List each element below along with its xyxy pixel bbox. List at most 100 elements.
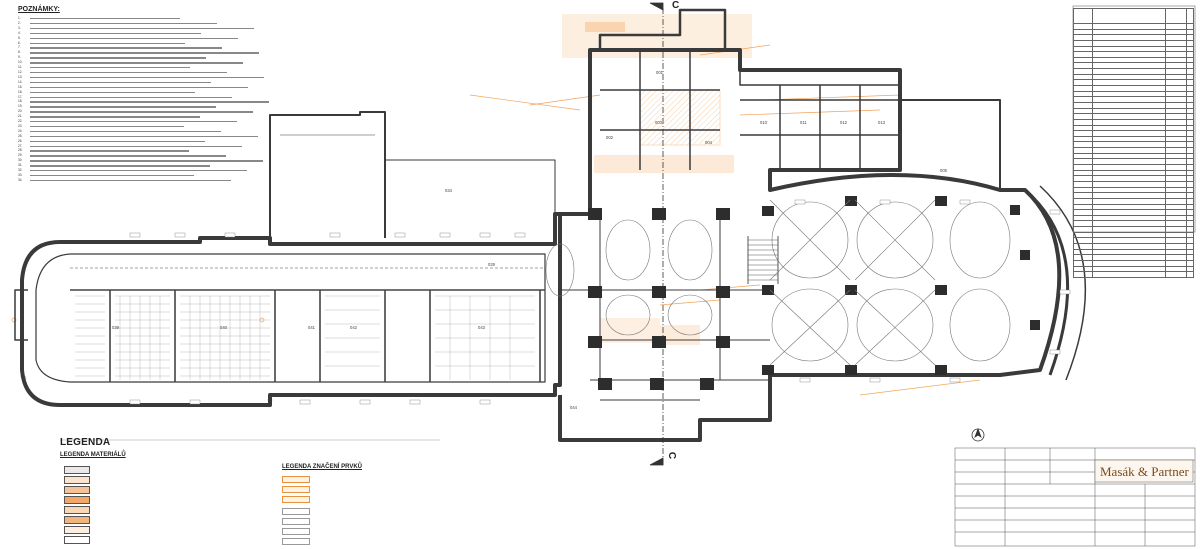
room-schedule-cell [1186, 118, 1194, 126]
room-schedule-cell [1186, 265, 1194, 273]
element-mark-4 [282, 508, 310, 515]
room-label-043: 043 [478, 325, 485, 330]
room-schedule-cell [1186, 101, 1194, 109]
note-text-bar [30, 81, 211, 84]
swatch-existing [64, 466, 90, 474]
room-schedule-cell [1073, 271, 1093, 278]
room-schedule-row [1073, 265, 1194, 273]
room-schedule-cell [1186, 23, 1194, 30]
element-mark-6 [282, 528, 310, 535]
note-line: 30. [18, 158, 268, 163]
note-text-bar [30, 130, 221, 133]
note-line: 11. [18, 65, 268, 70]
element-tags [129, 199, 1071, 405]
note-line: 13. [18, 75, 268, 80]
element-mark-2 [282, 486, 310, 493]
note-line: 8. [18, 50, 268, 55]
room-schedule-cell [1186, 68, 1194, 75]
note-line: 32. [18, 168, 268, 173]
note-text-bar [30, 76, 264, 79]
room-schedule-row [1073, 73, 1194, 81]
note-text-bar [30, 96, 232, 98]
note-line: 14. [18, 80, 268, 85]
room-label-005: 005 [940, 168, 947, 173]
note-text-bar [30, 140, 205, 143]
room-schedule-row [1073, 107, 1194, 115]
swatch-1 [64, 476, 90, 484]
note-text-bar [30, 52, 259, 54]
room-schedule-cell [1186, 85, 1194, 92]
note-line: 6. [18, 41, 268, 46]
note-text-bar [30, 116, 200, 118]
title-block-firm: Masák & Partner [1100, 464, 1189, 479]
note-text-bar [30, 160, 263, 162]
note-line: 2. [18, 21, 268, 26]
walls [14, 8, 1087, 442]
note-line: 10. [18, 60, 268, 65]
room-schedule-row [1073, 62, 1194, 70]
note-line: 24. [18, 129, 268, 134]
room-schedule-cell [1186, 96, 1194, 103]
note-text-bar [30, 37, 238, 40]
room-label-013: 013 [878, 120, 885, 125]
note-line: 20. [18, 109, 268, 114]
note-text-bar [30, 62, 243, 64]
room-label-011: 011 [800, 120, 807, 125]
room-schedule-cell [1165, 271, 1187, 278]
note-line: 3. [18, 26, 268, 31]
swatch-4 [64, 506, 90, 514]
note-text-bar [30, 27, 254, 30]
note-text-bar [30, 121, 237, 123]
room-label-001: 001 [656, 70, 663, 75]
note-line: 21. [18, 114, 268, 119]
room-label-010: 010 [760, 120, 767, 125]
east-staircase [747, 236, 779, 284]
element-mark-3 [282, 496, 310, 503]
room-schedule-cell [1092, 271, 1166, 278]
room-schedule-cell [1186, 90, 1194, 98]
room-label-044: 044 [570, 405, 577, 410]
piers [588, 196, 1040, 390]
note-text-bar [30, 175, 194, 177]
room-schedule-row [1073, 96, 1194, 103]
west-wing-partitions [70, 267, 545, 382]
note-text-bar [30, 111, 253, 113]
note-line: 33. [18, 173, 268, 178]
room-schedule-row [1073, 254, 1194, 261]
swatch-6 [64, 526, 90, 534]
note-line: 7. [18, 45, 268, 50]
legend-elements-title: LEGENDA ZNAČENÍ PRVKŮ [282, 464, 363, 470]
legend-title: LEGENDA [60, 437, 111, 448]
room-schedule-cell [1186, 259, 1194, 267]
note-text-bar [30, 155, 226, 157]
note-text-bar [30, 32, 201, 35]
note-text-bar [30, 42, 185, 44]
room-schedule-row [1073, 90, 1194, 98]
section-mark-top: C [672, 0, 680, 11]
note-line: 34. [18, 178, 268, 183]
room-schedule-cell [1186, 62, 1194, 70]
note-text-bar [30, 170, 247, 172]
room-label-041: 041 [308, 325, 315, 330]
room-schedule-row [1073, 271, 1194, 278]
room-label-002: 002 [606, 135, 613, 140]
room-schedule-row [1073, 118, 1194, 126]
notes-title: POZNÁMKY: [18, 6, 60, 13]
note-line: 1. [18, 16, 268, 21]
room-schedule-row [1073, 68, 1194, 75]
note-line: 26. [18, 139, 268, 144]
note-text-bar [30, 91, 195, 93]
note-text-bar [30, 145, 242, 147]
room-schedule-cell [1186, 271, 1194, 278]
room-label-034: 034 [445, 188, 452, 193]
note-text-bar [30, 125, 184, 128]
note-text-bar [30, 150, 189, 152]
room-schedule-row [1073, 113, 1194, 120]
notes-block: POZNÁMKY: 1.2.3.4.5.6.7.8.9.10.11.12.13.… [18, 6, 269, 183]
room-schedule-cell [1186, 254, 1194, 261]
room-label-003: 003 [655, 120, 662, 125]
room-schedule-table [1073, 8, 1194, 278]
swatch-5 [64, 516, 90, 524]
note-line: 29. [18, 153, 268, 158]
